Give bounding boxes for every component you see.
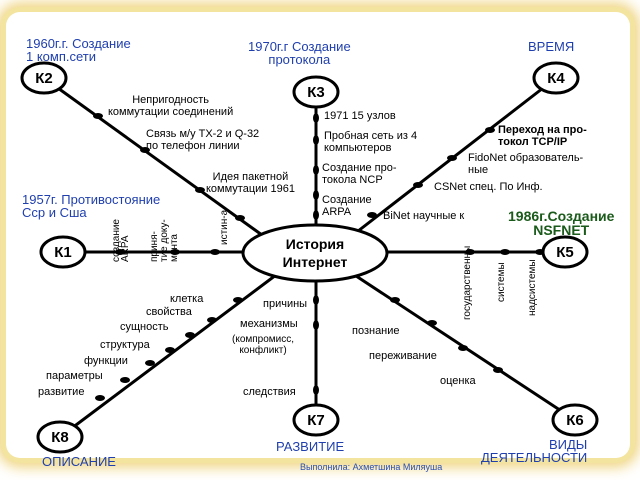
- node-k4: [532, 61, 580, 95]
- k5-label-3: надсистемы: [527, 259, 538, 316]
- center-hub: История Интернет: [241, 223, 389, 283]
- k8-label-5: функции: [84, 355, 128, 367]
- node-k1-label: К1: [54, 244, 72, 261]
- spoke-k4: [339, 76, 557, 247]
- k4-label-2: FidoNet образователь- ные: [468, 152, 584, 176]
- node-k3: [292, 75, 340, 109]
- k1-label-2: приня- тие доку- мента: [149, 219, 180, 262]
- k3-label-2: Пробная сеть из 4 компьютеров: [324, 130, 418, 154]
- k1-label-3: истин-а: [219, 209, 230, 245]
- author-credit: Выполнила: Ахметшина Миляуша: [300, 462, 443, 472]
- node-k3-label: К3: [307, 84, 325, 101]
- station-dots: [93, 113, 545, 401]
- node-k4-label: К4: [547, 70, 565, 87]
- k7-label-2: механизмы: [240, 318, 298, 330]
- k3-label-3: Создание про- токола NCP: [322, 162, 397, 186]
- heading-k1: 1957г. Противостояние Сср и Сша: [22, 192, 161, 220]
- node-k1: [39, 235, 87, 269]
- node-k6: [551, 403, 599, 437]
- node-k6-label: К6: [566, 412, 584, 429]
- node-k5-label: К5: [556, 244, 574, 261]
- k7-label-4: следствия: [243, 386, 296, 398]
- heading-k5: 1986г.Создание NSFNET: [508, 208, 615, 238]
- spoke-k8: [59, 270, 281, 439]
- node-k5: [541, 235, 589, 269]
- heading-k7: РАЗВИТИЕ: [276, 439, 345, 454]
- k8-label-7: развитие: [38, 386, 85, 398]
- k6-label-3: оценка: [440, 375, 476, 387]
- k2-label-1: Непригодность коммутации соединений: [108, 94, 234, 118]
- k8-label-1: клетка: [170, 293, 204, 305]
- k2-label-3: Идея пакетной коммутации 1961: [206, 171, 295, 195]
- k8-label-4: структура: [100, 339, 150, 351]
- k8-label-3: сущность: [120, 321, 169, 333]
- k3-label-1: 1971 15 узлов: [324, 110, 396, 122]
- heading-k8: ОПИСАНИЕ: [42, 454, 116, 469]
- k1-label-1: создание ARPA: [111, 219, 131, 262]
- heading-k2: 1960г.г. Создание 1 комп.сети: [26, 36, 131, 64]
- k4-label-3: CSNet спец. По Инф.: [434, 181, 543, 193]
- node-k8-label: К8: [51, 429, 69, 446]
- k7-label-3: (компромисс, конфликт): [232, 334, 295, 356]
- hub-title-1: История: [286, 236, 344, 252]
- heading-k6: ВИДЫ ДЕЯТЕЛЬНОСТИ: [481, 437, 588, 465]
- k4-label-4: BiNet научные к: [383, 210, 465, 222]
- k2-label-2: Связь м/у ТХ-2 и Q-32 по телефон линии: [146, 128, 260, 152]
- k7-label-1: причины: [263, 298, 308, 310]
- k5-label-2: системы: [496, 262, 507, 302]
- heading-k3: 1970г.г Создание протокола: [248, 39, 351, 67]
- node-k2: [20, 61, 68, 95]
- k4-label-1: Переход на про- токол TCP/IP: [498, 124, 587, 148]
- heading-k4: ВРЕМЯ: [528, 39, 575, 54]
- node-k2-label: К2: [35, 70, 53, 87]
- node-k7: [292, 403, 340, 437]
- k6-label-2: переживание: [369, 350, 437, 362]
- k3-label-4: Создание ARPA: [322, 194, 372, 218]
- node-k7-label: К7: [307, 412, 325, 429]
- k6-label-1: познание: [352, 325, 400, 337]
- k8-label-2: свойства: [146, 306, 192, 318]
- hub-title-2: Интернет: [283, 254, 348, 270]
- k5-label-1: государственны: [462, 245, 473, 320]
- node-k8: [36, 420, 84, 454]
- k8-label-6: параметры: [46, 370, 103, 382]
